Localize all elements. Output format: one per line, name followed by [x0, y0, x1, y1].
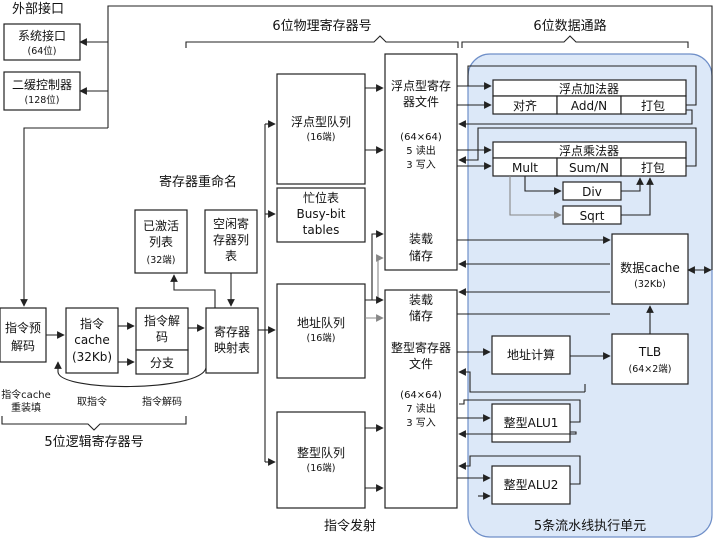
fetch-label: 取指令	[77, 395, 107, 408]
data-path-label: 6位数据通路	[533, 18, 606, 34]
predecode-label-1: 指令预	[5, 320, 41, 335]
busy-bit-label-1: 忙位表	[303, 190, 339, 205]
sqrt-label: Sqrt	[580, 209, 605, 223]
addr-calc-label: 地址计算	[507, 347, 555, 362]
decode-box	[135, 307, 189, 351]
fp-adder-label: 浮点加法器	[559, 82, 619, 96]
fp-mult-label: 浮点乘法器	[559, 144, 619, 158]
busy-bit-table-box	[276, 187, 366, 243]
busy-bit-label-3: tables	[303, 223, 340, 237]
pack-box-2	[620, 157, 687, 177]
icache-label-1: 指令	[80, 316, 104, 331]
int-alu1-label: 整型ALU1	[504, 415, 559, 430]
predecode-label-2: 解码	[11, 339, 35, 353]
active-list-label-1: 已激活	[143, 219, 179, 233]
external-interface-label: 外部接口	[12, 1, 64, 17]
tlb-box	[611, 333, 689, 385]
pack-label-1: 打包	[641, 99, 665, 113]
icache-refill-label-1: 指令cache	[1, 388, 51, 401]
reg-map-box	[205, 307, 259, 374]
fp-queue-label: 浮点型队列	[291, 114, 351, 129]
free-list-label-1: 空闲寄	[213, 216, 249, 231]
addr-queue-sub: (16端)	[306, 332, 335, 344]
addr-calc-box	[491, 335, 571, 375]
free-list-label-2: 存器列	[213, 233, 249, 247]
dcache-label-1: 数据cache	[620, 260, 680, 275]
system-interface-sub: (64位)	[27, 45, 56, 57]
active-list-sub: (32端)	[146, 254, 175, 266]
align-label: 对齐	[513, 98, 537, 113]
free-list-label-3: 表	[225, 249, 237, 263]
icache-refill-label-2: 重装填	[11, 401, 41, 414]
int-regfile-label-3: 整型寄存器	[391, 340, 451, 355]
int-queue-box	[276, 411, 366, 509]
icache-label-2: cache	[74, 333, 110, 347]
icache-box	[65, 307, 119, 374]
interconnect-wires	[20, 5, 713, 500]
phys-reg-brace	[185, 35, 459, 48]
decode-label-2: 码	[156, 330, 168, 344]
int-queue-label: 整型队列	[297, 445, 345, 460]
l2-controller-label: 二缓控制器	[12, 78, 72, 92]
branch-box	[135, 349, 189, 375]
system-interface-label: 系统接口	[18, 28, 66, 43]
int-regfile-box	[384, 289, 458, 509]
reg-rename-label: 寄存器重命名	[159, 174, 237, 190]
l2-controller-sub: (128位)	[24, 94, 59, 106]
fp-regfile-label-2: 器文件	[403, 94, 439, 109]
int-queue-sub: (16端)	[306, 462, 335, 474]
busy-bit-label-2: Busy-bit	[297, 207, 346, 221]
dcache-label-2: (32Kb)	[634, 279, 666, 290]
logical-reg-number-label: 5位逻辑寄存器号	[44, 434, 143, 450]
reg-map-label-2: 映射表	[214, 340, 250, 355]
fp-queue-box	[276, 73, 366, 185]
int-regfile-label-5: (64×64)	[400, 390, 442, 401]
int-regfile-label-4: 文件	[409, 356, 433, 371]
fp-regfile-label-1: 浮点型寄存	[391, 78, 451, 93]
int-regfile-label-6: 7 读出	[406, 402, 436, 415]
l2-controller-box	[3, 71, 81, 111]
int-regfile-label-2: 储存	[409, 308, 433, 323]
int-regfile-label-7: 3 写入	[406, 417, 436, 429]
int-alu2-label: 整型ALU2	[504, 477, 559, 492]
logical-reg-brace	[1, 416, 187, 431]
reg-map-label-1: 寄存器	[214, 324, 250, 339]
exec-units-label: 5条流水线执行单元	[534, 518, 646, 534]
addr-queue-box	[276, 283, 366, 379]
phys-reg-number-label: 6位物理寄存器号	[272, 18, 371, 34]
tlb-label-2: (64×2端)	[628, 363, 671, 375]
fp-regfile-label-5: 3 写入	[406, 159, 436, 171]
fp-regfile-label-3: (64×64)	[400, 132, 442, 143]
icache-label-3: (32Kb)	[72, 350, 112, 364]
fp-regfile-label-4: 5 读出	[406, 144, 436, 157]
add-n-label: Add/N	[571, 99, 607, 113]
pack-label-2: 打包	[641, 161, 665, 175]
tlb-label-1: TLB	[638, 345, 661, 359]
active-list-label-2: 列表	[149, 235, 173, 249]
int-alu2-box	[491, 465, 571, 505]
int-alu1-box	[491, 403, 571, 443]
branch-label: 分支	[150, 356, 174, 370]
decode-stage-label: 指令解码	[142, 395, 182, 408]
issue-label: 指令发射	[324, 518, 376, 534]
text-labels: 外部接口 系统接口 (64位) 二缓控制器 (128位) 6位物理寄存器号 6位…	[1, 1, 680, 534]
active-list-box	[134, 209, 188, 274]
addr-queue-label: 地址队列	[297, 315, 345, 330]
sum-n-label: Sum/N	[569, 161, 609, 175]
predecode-box	[0, 307, 47, 363]
load-store-label-2: 储存	[409, 248, 433, 263]
div-label: Div	[582, 185, 602, 199]
fp-regfile-box	[384, 53, 458, 271]
load-store-label-1: 装载	[409, 232, 433, 246]
fp-queue-sub: (16端)	[306, 131, 335, 143]
mult-label: Mult	[512, 161, 538, 175]
int-regfile-label-1: 装载	[409, 293, 433, 307]
decode-label-1: 指令解	[144, 313, 180, 328]
system-interface-box	[3, 23, 81, 61]
data-path-brace	[461, 35, 689, 48]
